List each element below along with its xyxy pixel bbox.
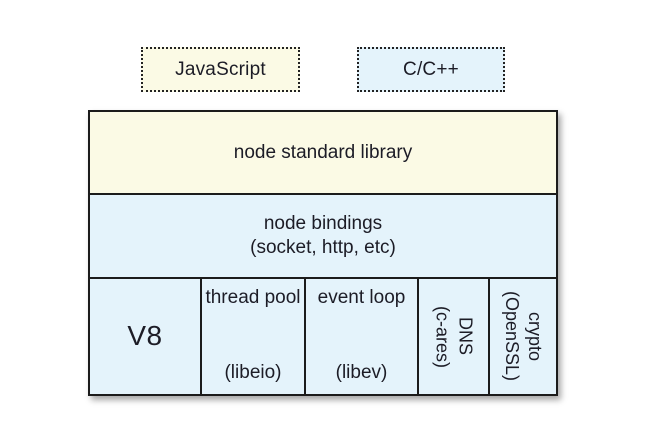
event-loop-lib-label: (libev) [335, 362, 388, 383]
node-bindings-label-line2: (socket, http, etc) [250, 237, 396, 258]
layer-node-standard-library: node standard library [90, 112, 556, 193]
component-crypto: crypto (OpenSSL) [488, 279, 556, 394]
architecture-stack: node standard library node bindings (soc… [88, 110, 558, 396]
legend-javascript-box: JavaScript [141, 47, 300, 92]
components-row: V8 thread pool (libeio) event loop (libe… [90, 277, 556, 394]
component-thread-pool: thread pool (libeio) [200, 279, 304, 394]
legend-cpp-box: C/C++ [357, 47, 505, 92]
legend-cpp-label: C/C++ [403, 58, 459, 80]
component-event-loop: event loop (libev) [304, 279, 417, 394]
component-dns: DNS (c-ares) [417, 279, 488, 394]
dns-label: DNS [455, 317, 476, 356]
event-loop-label: event loop [317, 287, 406, 308]
layer-node-bindings: node bindings (socket, http, etc) [90, 193, 556, 277]
node-bindings-label-line1: node bindings [263, 213, 383, 234]
crypto-vertical-text: crypto (OpenSSL) [500, 291, 546, 381]
crypto-label: crypto [525, 311, 545, 361]
node-standard-library-label: node standard library [233, 141, 413, 163]
thread-pool-label: thread pool [205, 287, 301, 308]
dns-vertical-text: DNS (c-ares) [431, 306, 477, 368]
thread-pool-lib-label: (libeio) [224, 362, 282, 383]
legend-javascript-label: JavaScript [175, 58, 266, 80]
v8-label: V8 [127, 319, 163, 351]
dns-lib-label: (c-ares) [432, 305, 453, 368]
component-v8: V8 [90, 279, 200, 394]
crypto-lib-label: (OpenSSL) [502, 291, 522, 382]
